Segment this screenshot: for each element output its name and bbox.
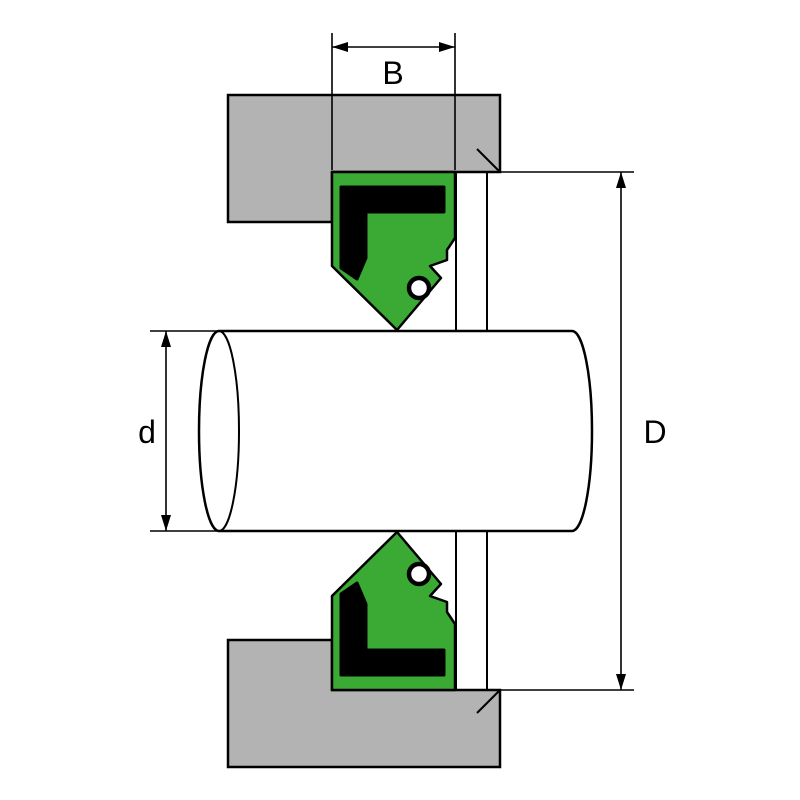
- arrow-D-top: [616, 172, 626, 188]
- label-seal-width: B: [382, 55, 403, 91]
- garter-spring-bottom: [406, 561, 432, 587]
- seal-top: [330, 170, 457, 332]
- label-outer-diameter: D: [643, 414, 666, 450]
- dimension-d: d: [138, 330, 217, 532]
- garter-spring-top: [406, 275, 432, 301]
- shaft: [197, 329, 594, 533]
- arrow-b-right: [439, 42, 455, 52]
- arrow-d-top: [161, 331, 171, 347]
- shaft-end-ellipse: [218, 330, 240, 532]
- housing-top-chamfer-line: [476, 148, 501, 173]
- arrow-D-bottom: [616, 674, 626, 690]
- seal-metal-case-top: [339, 185, 446, 281]
- dimension-B: B: [331, 33, 456, 170]
- dimension-D: D: [497, 171, 667, 691]
- seal-metal-case-bottom: [339, 581, 446, 677]
- seal-bottom: [330, 530, 457, 692]
- label-shaft-diameter: d: [138, 414, 156, 450]
- arrow-b-left: [332, 42, 348, 52]
- arrow-d-bottom: [161, 515, 171, 531]
- housing-bottom-chamfer-line: [476, 689, 501, 714]
